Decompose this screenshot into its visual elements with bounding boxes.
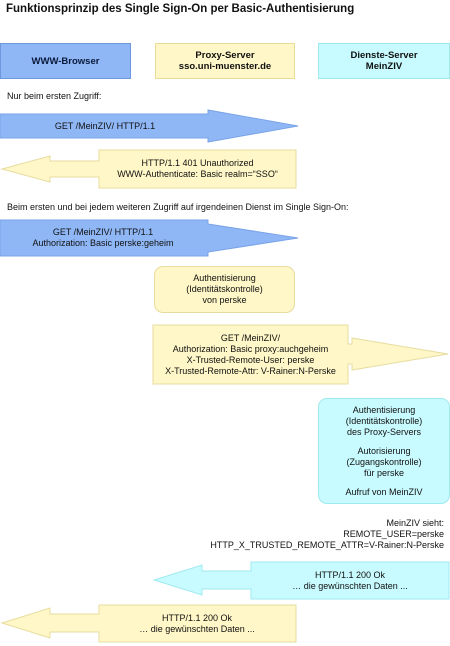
get-request-2-text: GET /MeinZIV/ HTTP/1.1 [52, 227, 154, 237]
response-2-body: … die gewünschten Daten ... [139, 623, 255, 634]
get-request-1-label: GET /MeinZIV/ HTTP/1.1 [10, 114, 200, 138]
dienst-name-label: MeinZIV [365, 61, 403, 72]
dienst-label: Dienste-Server [350, 50, 418, 61]
www-authenticate-header: WWW-Authenticate: Basic realm=“SSO“ [117, 169, 278, 179]
response-arrow-1 [152, 561, 450, 600]
proxy-authentication-box: Authentisierung (Identitätskontrolle) vo… [154, 266, 295, 313]
dienst-column-header: Dienste-Server MeinZIV [318, 43, 450, 79]
dienst-auth-line1: Authentisierung [352, 404, 416, 415]
meinziv-sees-heading: MeinZIV sieht: [386, 517, 444, 528]
dienst-auth-line3: des Proxy-Servers [346, 426, 422, 437]
trusted-remote-attr-var: HTTP_X_TRUSTED_REMOTE_ATTR=V-Rainer:N-Pe… [210, 539, 444, 550]
unauthorized-label: HTTP/1.1 401 Unauthorized WWW-Authentica… [99, 150, 296, 188]
get-request-1-text: GET /MeinZIV/ HTTP/1.1 [54, 120, 156, 131]
proxy-host-label: sso.uni-muenster.de [178, 61, 272, 72]
response-2-label: HTTP/1.1 200 Ok … die gewünschten Daten … [99, 607, 295, 640]
dienst-authz-line1: Autorisierung [357, 445, 411, 456]
forward-authorization-header: Authorization: Basic proxy:auchgeheim [172, 344, 329, 354]
proxy-auth-line2: (Identitätskontrolle) [186, 284, 263, 294]
proxy-auth-line1: Authentisierung [193, 273, 256, 283]
unauthorized-status: HTTP/1.1 401 Unauthorized [141, 158, 254, 168]
every-access-note: Beim ersten und bei jedem weiteren Zugri… [7, 202, 349, 212]
forward-arrow [152, 324, 449, 385]
dienst-call-line: Aufruf von MeinZIV [345, 486, 423, 497]
diagram-title: Funktionsprinzip des Single Sign-On per … [6, 3, 355, 15]
proxy-column-header: Proxy-Server sso.uni-muenster.de [155, 43, 295, 79]
dienst-auth-line2: (Identitätskontrolle) [345, 415, 423, 426]
browser-label: WWW-Browser [31, 55, 100, 67]
forward-get-line: GET /MeinZIV/ [220, 333, 281, 343]
proxy-auth-line3: von perske [202, 295, 247, 305]
authorization-header-user: Authorization: Basic perske:geheim [32, 238, 174, 248]
trusted-remote-user-header: X-Trusted-Remote-User: perske [186, 355, 315, 365]
response-2-status: HTTP/1.1 200 Ok [161, 612, 233, 623]
trusted-remote-attr-header: X-Trusted-Remote-Attr: V-Rainer:N-Perske [165, 366, 336, 376]
response-1-body: … die gewünschten Daten ... [292, 580, 408, 591]
meinziv-sees-block: MeinZIV sieht: REMOTE_USER=perske HTTP_X… [160, 516, 444, 552]
first-access-note: Nur beim ersten Zugriff: [7, 91, 102, 101]
dienst-authz-line2: (Zugangskontrolle) [346, 456, 422, 467]
remote-user-var: REMOTE_USER=perske [343, 528, 444, 539]
response-arrow-2 [0, 604, 297, 643]
request-arrow-1 [0, 109, 299, 143]
proxy-label: Proxy-Server [195, 50, 255, 61]
response-1-status: HTTP/1.1 200 Ok [314, 569, 386, 580]
request-arrow-2 [0, 219, 299, 257]
forward-request-label: GET /MeinZIV/ Authorization: Basic proxy… [153, 327, 348, 383]
unauthorized-arrow [0, 149, 297, 189]
get-request-2-label: GET /MeinZIV/ HTTP/1.1 Authorization: Ba… [8, 222, 198, 254]
dienst-processing-box: Authentisierung (Identitätskontrolle) de… [318, 398, 450, 504]
dienst-authz-line3: für perske [363, 467, 405, 478]
response-1-label: HTTP/1.1 200 Ok … die gewünschten Daten … [252, 564, 448, 597]
browser-column-header: WWW-Browser [0, 43, 131, 79]
